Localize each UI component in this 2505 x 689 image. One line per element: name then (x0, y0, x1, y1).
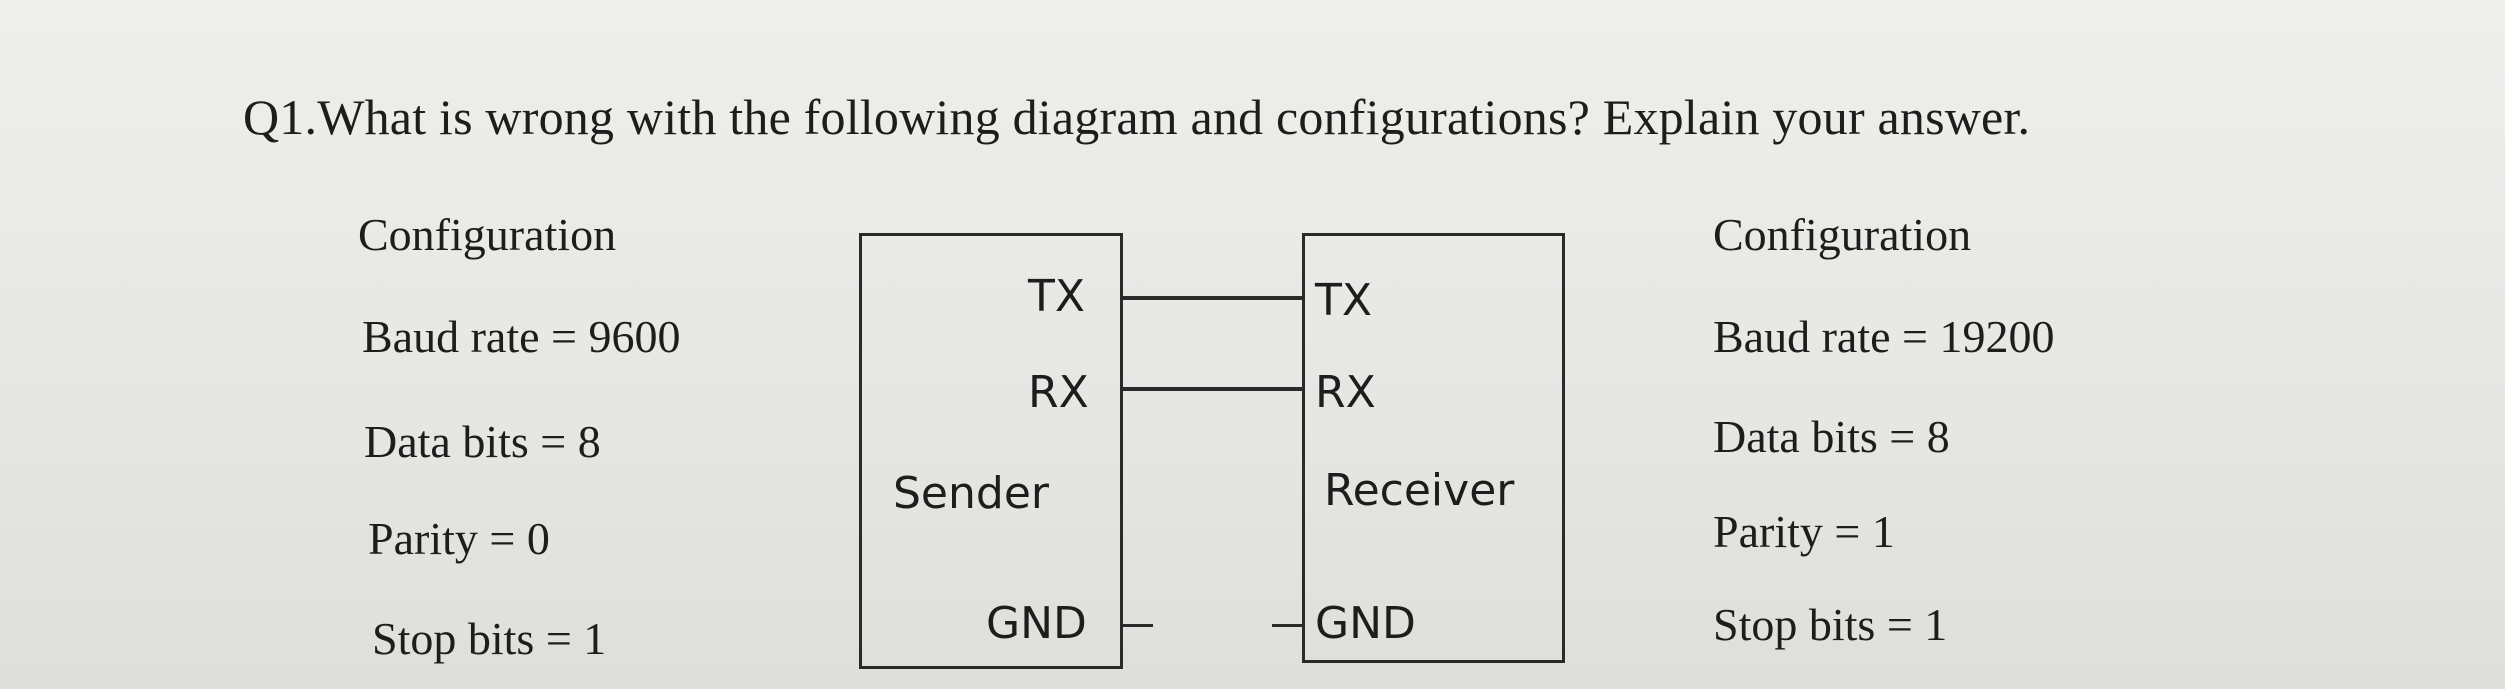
receiver-gnd-stub (1272, 624, 1302, 627)
sender-baud-rate: Baud rate = 9600 (362, 311, 681, 362)
sender-stop-bits: Stop bits = 1 (372, 613, 607, 664)
sender-name-label: Sender (893, 468, 1049, 519)
receiver-gnd-label: GND (1315, 598, 1416, 649)
sender-gnd-label: GND (986, 598, 1087, 649)
sender-data-bits: Data bits = 8 (364, 416, 601, 467)
question-text: Q1.What is wrong with the following diag… (243, 89, 2031, 145)
sender-rx-label: RX (1028, 367, 1089, 418)
sender-tx-label: TX (1028, 271, 1086, 322)
receiver-data-bits: Data bits = 8 (1713, 411, 1950, 462)
rx-to-rx-wire (1123, 387, 1302, 391)
sender-parity: Parity = 0 (368, 513, 550, 564)
receiver-tx-label: TX (1315, 275, 1373, 326)
receiver-name-label: Receiver (1324, 465, 1515, 516)
receiver-rx-label: RX (1315, 367, 1376, 418)
receiver-box (1302, 233, 1565, 663)
tx-to-tx-wire (1123, 296, 1302, 300)
receiver-parity: Parity = 1 (1713, 506, 1895, 557)
receiver-config-heading: Configuration (1713, 209, 1972, 260)
sender-box (859, 233, 1123, 669)
receiver-stop-bits: Stop bits = 1 (1713, 599, 1948, 650)
sender-config-heading: Configuration (358, 209, 617, 260)
receiver-baud-rate: Baud rate = 19200 (1713, 311, 2055, 362)
sender-gnd-stub (1123, 624, 1153, 627)
